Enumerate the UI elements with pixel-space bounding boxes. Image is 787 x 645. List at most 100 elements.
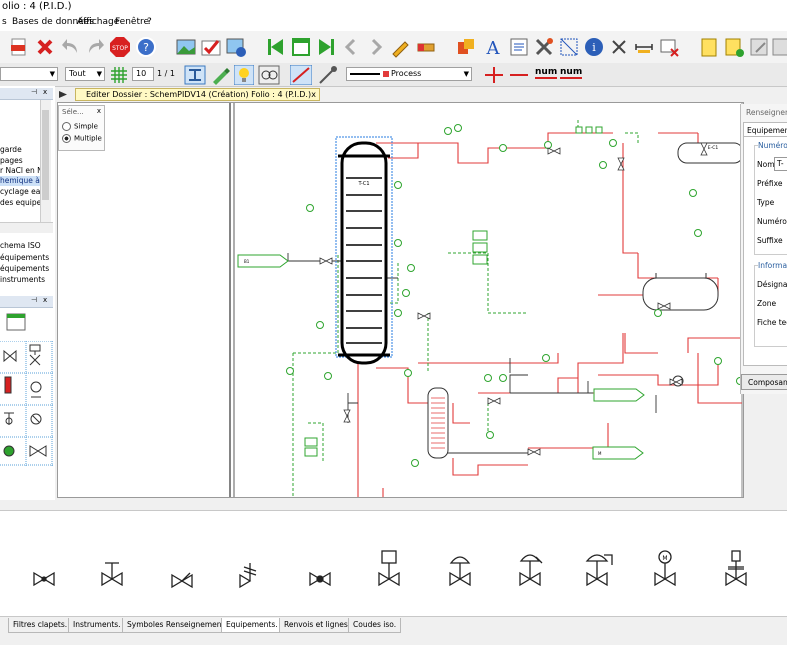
tree-item[interactable]: pages bbox=[0, 156, 23, 165]
undo-icon[interactable] bbox=[60, 36, 82, 58]
name-input[interactable]: T- bbox=[774, 157, 787, 171]
symbol-valve-filled[interactable] bbox=[309, 571, 331, 587]
close-icon[interactable]: x bbox=[96, 107, 101, 115]
symbol-valve-diaphragm-2[interactable] bbox=[519, 554, 543, 587]
menu-item-1[interactable]: s bbox=[2, 17, 7, 27]
pencil-icon[interactable] bbox=[210, 65, 230, 85]
symbol-valve-motor[interactable] bbox=[654, 550, 676, 587]
drawing-canvas[interactable]: T-C1 E-C1 B1 M bbox=[57, 102, 744, 498]
align-icon[interactable] bbox=[184, 65, 206, 85]
edit-page-icon[interactable] bbox=[748, 36, 770, 58]
document-list-icon[interactable] bbox=[508, 36, 530, 58]
tree-item[interactable]: r NaCl en Na bbox=[0, 166, 40, 175]
scope-combo[interactable]: Tout▼ bbox=[65, 67, 105, 81]
pdf-icon[interactable] bbox=[8, 36, 30, 58]
radio-circle[interactable] bbox=[62, 122, 71, 131]
heat-exchanger-vertical[interactable] bbox=[427, 387, 449, 459]
tab-iso-elbows[interactable]: Coudes iso. bbox=[348, 618, 402, 633]
cross-tool-icon[interactable] bbox=[608, 36, 630, 58]
radio-simple[interactable]: Simple bbox=[62, 122, 98, 131]
grid-icon[interactable] bbox=[110, 66, 128, 84]
info-image-icon[interactable] bbox=[225, 36, 247, 58]
pin-icon[interactable]: ⊣ bbox=[31, 296, 38, 304]
tree-item[interactable]: équipements bbox=[0, 264, 50, 273]
symbol-valve-solenoid[interactable] bbox=[725, 550, 747, 587]
tree-scrollbar[interactable] bbox=[40, 100, 51, 222]
symbol-valve-square-actuator[interactable] bbox=[378, 550, 400, 587]
radio-multiple[interactable]: Multiple bbox=[62, 134, 102, 143]
tree-item-selected[interactable]: hemique à vi bbox=[0, 176, 40, 186]
tab-arrow-icon[interactable] bbox=[57, 89, 69, 100]
tools-icon[interactable] bbox=[533, 36, 555, 58]
info-icon[interactable]: i bbox=[583, 36, 605, 58]
tab-document[interactable]: Editer Dossier : SchemPIDV14 (Création) … bbox=[75, 88, 320, 101]
radio-circle-selected[interactable] bbox=[62, 134, 71, 143]
distillation-column[interactable] bbox=[335, 136, 393, 365]
pid-diagram[interactable]: T-C1 E-C1 B1 M bbox=[58, 103, 744, 498]
menu-item-help[interactable]: ? bbox=[147, 17, 152, 27]
symbol-valve-angle[interactable] bbox=[171, 572, 193, 589]
menu-item-window[interactable]: Fenêtre bbox=[115, 17, 150, 27]
close-icon[interactable]: x bbox=[311, 90, 316, 99]
tab-instruments[interactable]: Instruments. bbox=[68, 618, 126, 633]
close-icon[interactable]: x bbox=[43, 296, 48, 304]
symbol-valve-diaphragm[interactable] bbox=[449, 556, 471, 587]
exchanger-top[interactable]: E-C1 bbox=[677, 142, 743, 164]
stop-icon[interactable]: STOP bbox=[109, 36, 131, 58]
pencil-arrow-icon[interactable] bbox=[390, 36, 412, 58]
tree-hscroll[interactable] bbox=[0, 222, 53, 233]
line-tool-icon[interactable] bbox=[318, 65, 338, 85]
tab-info-symbols[interactable]: Symboles Renseignement. bbox=[122, 618, 232, 633]
add-page-icon[interactable] bbox=[723, 36, 745, 58]
cross-red-icon[interactable] bbox=[483, 65, 505, 85]
draw-line-icon[interactable] bbox=[290, 65, 312, 85]
num-tool-2[interactable]: num bbox=[560, 67, 583, 79]
symbol-valve-relief[interactable] bbox=[239, 563, 257, 589]
symbol-palette[interactable] bbox=[0, 341, 53, 466]
minus-red-icon[interactable] bbox=[508, 65, 530, 85]
offpage-connector-2[interactable] bbox=[593, 388, 645, 402]
tree-item[interactable]: chema ISO bbox=[0, 241, 41, 250]
sheet-icon[interactable] bbox=[6, 312, 26, 332]
text-icon[interactable]: A bbox=[482, 36, 504, 58]
tree-item[interactable]: des equipeme bbox=[0, 198, 40, 207]
dimension-icon[interactable] bbox=[633, 36, 655, 58]
tree-item[interactable]: équipements bbox=[0, 253, 50, 262]
tab-references-lines[interactable]: Renvois et lignes. bbox=[279, 618, 356, 633]
page-tool-icon[interactable] bbox=[770, 36, 787, 58]
instrument-bubbles[interactable] bbox=[286, 124, 744, 467]
component-select-icon[interactable] bbox=[258, 65, 280, 85]
tab-check-valves[interactable]: Filtres clapets. bbox=[8, 618, 73, 633]
lightbulb-icon[interactable] bbox=[234, 65, 254, 85]
menu-item-databases[interactable]: Bases de données bbox=[12, 17, 94, 27]
tab-equipments[interactable]: Equipements. bbox=[221, 618, 283, 633]
valve-symbols[interactable] bbox=[319, 142, 708, 456]
new-page-icon[interactable] bbox=[698, 36, 720, 58]
eraser-icon[interactable] bbox=[415, 36, 437, 58]
horizontal-tank[interactable] bbox=[642, 273, 719, 311]
menu-item-display[interactable]: Affichage bbox=[77, 17, 120, 27]
layer-combo[interactable]: ▼ bbox=[0, 67, 58, 81]
shapes-icon[interactable] bbox=[455, 36, 477, 58]
line-style-combo[interactable]: Process ▼ bbox=[346, 67, 472, 81]
symbol-valve-plain[interactable] bbox=[33, 571, 55, 587]
tab-equipment[interactable]: Equipement bbox=[743, 122, 787, 137]
instrument-boxes[interactable] bbox=[304, 126, 603, 457]
offpage-connector-3[interactable]: M bbox=[592, 446, 644, 460]
chevron-left-icon[interactable] bbox=[340, 36, 362, 58]
offpage-connector-1[interactable]: B1 bbox=[237, 254, 289, 268]
page-icon[interactable] bbox=[290, 36, 312, 58]
zoom-field[interactable]: 10 bbox=[132, 67, 154, 81]
check-icon[interactable] bbox=[200, 36, 222, 58]
tree-item[interactable]: garde bbox=[0, 145, 22, 154]
component-button[interactable]: Composant bbox=[741, 374, 787, 390]
first-page-icon[interactable] bbox=[265, 36, 287, 58]
help-icon[interactable]: ? bbox=[135, 36, 157, 58]
delete-page-icon[interactable] bbox=[658, 36, 680, 58]
delete-icon[interactable] bbox=[34, 36, 56, 58]
tree-item[interactable]: cyclage eau bbox=[0, 187, 40, 196]
grid-select-icon[interactable] bbox=[558, 36, 580, 58]
landscape-icon[interactable] bbox=[175, 36, 197, 58]
chevron-right-icon[interactable] bbox=[365, 36, 387, 58]
close-icon[interactable]: x bbox=[43, 88, 48, 96]
